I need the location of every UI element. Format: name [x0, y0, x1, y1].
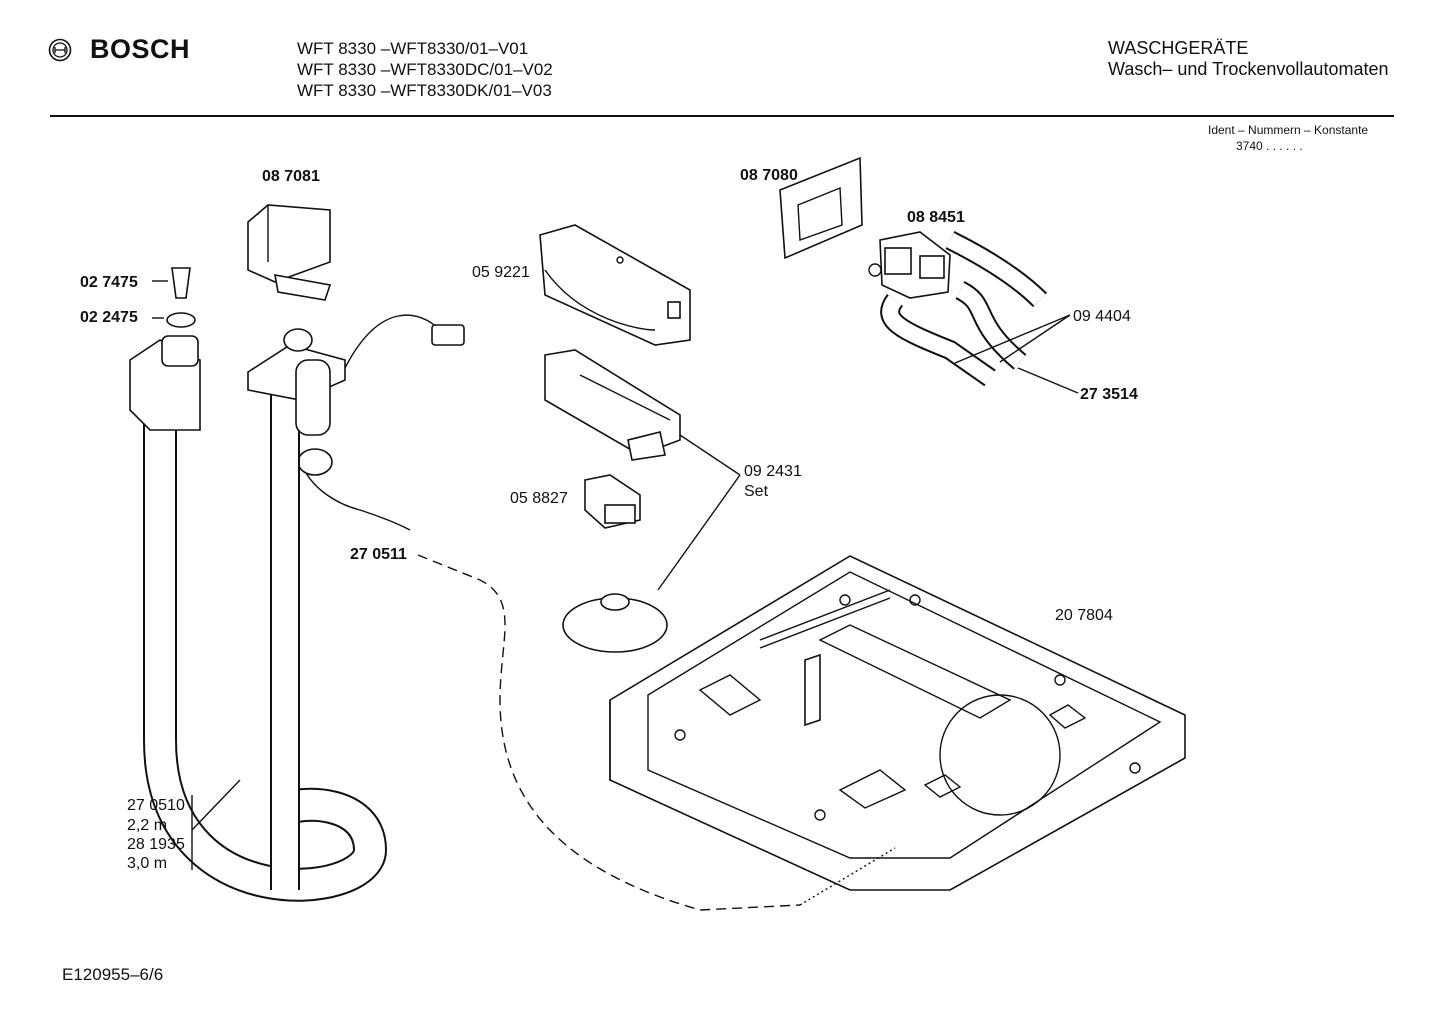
inlet-hose-part	[129, 335, 388, 902]
document-code: E120955–6/6	[62, 965, 164, 984]
ident-label: Ident – Nummern – Konstante	[1208, 123, 1369, 137]
mounting-plate-part	[779, 156, 863, 260]
cover-part	[539, 224, 691, 346]
hose-holder-part	[247, 204, 332, 301]
category-block: WASCHGERÄTE Wasch– und Trockenvollautoma…	[1108, 38, 1389, 80]
inlet-valve-part	[868, 231, 951, 299]
label-087080: 08 7080	[740, 167, 798, 184]
ident-block: Ident – Nummern – Konstante 3740 . . . .…	[1208, 122, 1368, 154]
label-270510: 27 0510	[127, 797, 185, 814]
label-281935-length: 3,0 m	[127, 855, 167, 872]
model-line-2: WFT 8330 –WFT8330DC/01–V02	[297, 60, 553, 79]
drain-hose-part	[297, 448, 896, 911]
model-list: WFT 8330 –WFT8330/01–V01 WFT 8330 –WFT83…	[297, 38, 553, 101]
category-title: WASCHGERÄTE	[1108, 38, 1249, 58]
model-line-3: WFT 8330 –WFT8330DK/01–V03	[297, 81, 552, 100]
disc-part	[562, 593, 668, 653]
label-092431-note: Set	[744, 483, 769, 500]
valve-hoses-part	[880, 231, 1048, 387]
label-087081: 08 7081	[262, 168, 320, 185]
label-281935: 28 1935	[127, 836, 185, 853]
brand-name: BOSCH	[90, 34, 191, 64]
label-059221: 05 9221	[472, 264, 530, 281]
seal-ring-part	[166, 312, 196, 328]
label-092431: 09 2431	[744, 463, 802, 480]
label-088451: 08 8451	[907, 209, 965, 226]
label-270511: 27 0511	[350, 546, 407, 563]
bosch-logo-icon	[48, 38, 72, 61]
label-207804: 20 7804	[1055, 607, 1113, 624]
label-058827: 05 8827	[510, 490, 568, 507]
category-subtitle: Wasch– und Trockenvollautomaten	[1108, 59, 1389, 79]
label-273514: 27 3514	[1080, 386, 1138, 403]
brand-header: BOSCH	[48, 34, 190, 65]
filter-insert-part	[171, 267, 191, 299]
label-094404: 09 4404	[1073, 308, 1131, 325]
label-022475: 02 2475	[80, 309, 138, 326]
connector-part	[584, 474, 641, 529]
base-plate-part	[609, 555, 1186, 891]
label-027475: 02 7475	[80, 274, 138, 291]
holder-set-part	[544, 349, 681, 461]
hose-bracket-part	[247, 314, 465, 436]
model-line-1: WFT 8330 –WFT8330/01–V01	[297, 39, 529, 58]
header-divider	[50, 115, 1394, 117]
leader-lines	[152, 280, 1079, 870]
label-270510-length: 2,2 m	[127, 817, 167, 834]
ident-value: 3740 . . . . . .	[1236, 139, 1303, 153]
